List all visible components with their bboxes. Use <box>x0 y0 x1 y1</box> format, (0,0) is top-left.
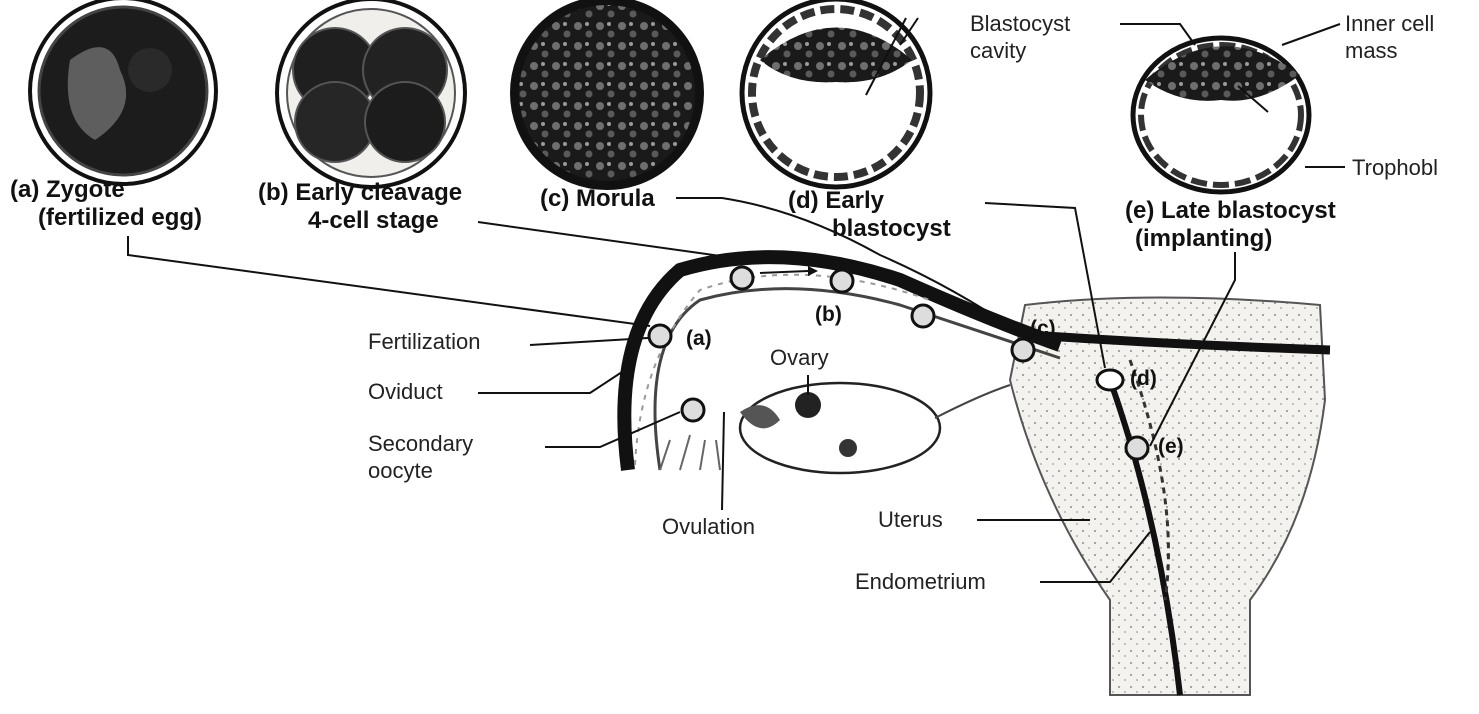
secondary-oocyte-label: Secondary oocyte <box>368 432 473 482</box>
blastocyst-cavity-line1: Blastocyst <box>970 12 1070 35</box>
travel-arrowhead <box>808 266 818 276</box>
secondary-oocyte-line2: oocyte <box>368 459 473 482</box>
early-cleavage-cell <box>277 0 465 187</box>
stage-e-line1: (e) Late blastocyst <box>1125 198 1336 223</box>
ovary-illustration <box>740 383 1010 473</box>
morula-cell <box>512 0 702 188</box>
map-label-a: (a) <box>686 328 712 350</box>
stage-c-label: (c) Morula <box>540 186 655 211</box>
embryo-morula-marker <box>912 305 934 327</box>
blastocyst-cavity-label: Blastocyst cavity <box>970 12 1070 62</box>
inner-cell-mass-line1: Inner cell <box>1345 12 1434 35</box>
uterus-label: Uterus <box>878 508 943 531</box>
embryo-zygote-marker <box>649 325 671 347</box>
trophoblast-label: Trophobl <box>1352 156 1438 179</box>
stage-b-label: (b) Early cleavage 4-cell stage <box>258 180 462 233</box>
map-label-c: (c) <box>1030 318 1056 340</box>
map-label-e: (e) <box>1158 436 1184 458</box>
inner-cell-mass-label: Inner cell mass <box>1345 12 1434 62</box>
stage-b-line1: (b) Early cleavage <box>258 180 462 205</box>
late-blastocyst-cell <box>1133 38 1309 192</box>
stage-c-line1: (c) Morula <box>540 186 655 211</box>
fimbriae-illustration <box>660 435 720 470</box>
ovulation-label: Ovulation <box>662 515 755 538</box>
embryo-cleavage-marker-2 <box>831 270 853 292</box>
fertilization-label: Fertilization <box>368 330 480 353</box>
stage-d-label: (d) Early blastocyst <box>788 188 951 241</box>
endometrium-label: Endometrium <box>855 570 986 593</box>
oviduct-label: Oviduct <box>368 380 443 403</box>
embryo-blastocyst-marker <box>1097 370 1123 390</box>
map-label-d: (d) <box>1130 368 1157 390</box>
embryo-implanting-marker <box>1126 437 1148 459</box>
blastocyst-cavity-line2: cavity <box>970 39 1070 62</box>
stage-e-line2: (implanting) <box>1135 226 1336 251</box>
zygote-cell <box>30 0 216 184</box>
travel-arrow <box>760 271 808 273</box>
map-label-b: (b) <box>815 304 842 326</box>
stage-e-label: (e) Late blastocyst (implanting) <box>1125 198 1336 251</box>
inner-cell-mass-line2: mass <box>1345 39 1434 62</box>
ovary-label: Ovary <box>770 346 829 369</box>
stage-a-line2: (fertilized egg) <box>38 205 202 230</box>
embryo-early-blastocyst-marker <box>1012 339 1034 361</box>
stage-d-line2: blastocyst <box>832 216 951 241</box>
early-blastocyst-cell <box>742 0 930 187</box>
stage-d-line1: (d) Early <box>788 188 951 213</box>
stage-a-line1: (a) Zygote <box>10 177 202 202</box>
oocyte-marker <box>682 399 704 421</box>
secondary-oocyte-line1: Secondary <box>368 432 473 455</box>
embryo-cleavage-marker-1 <box>731 267 753 289</box>
stage-a-label: (a) Zygote (fertilized egg) <box>10 177 202 230</box>
stage-b-line2: 4-cell stage <box>308 208 462 233</box>
